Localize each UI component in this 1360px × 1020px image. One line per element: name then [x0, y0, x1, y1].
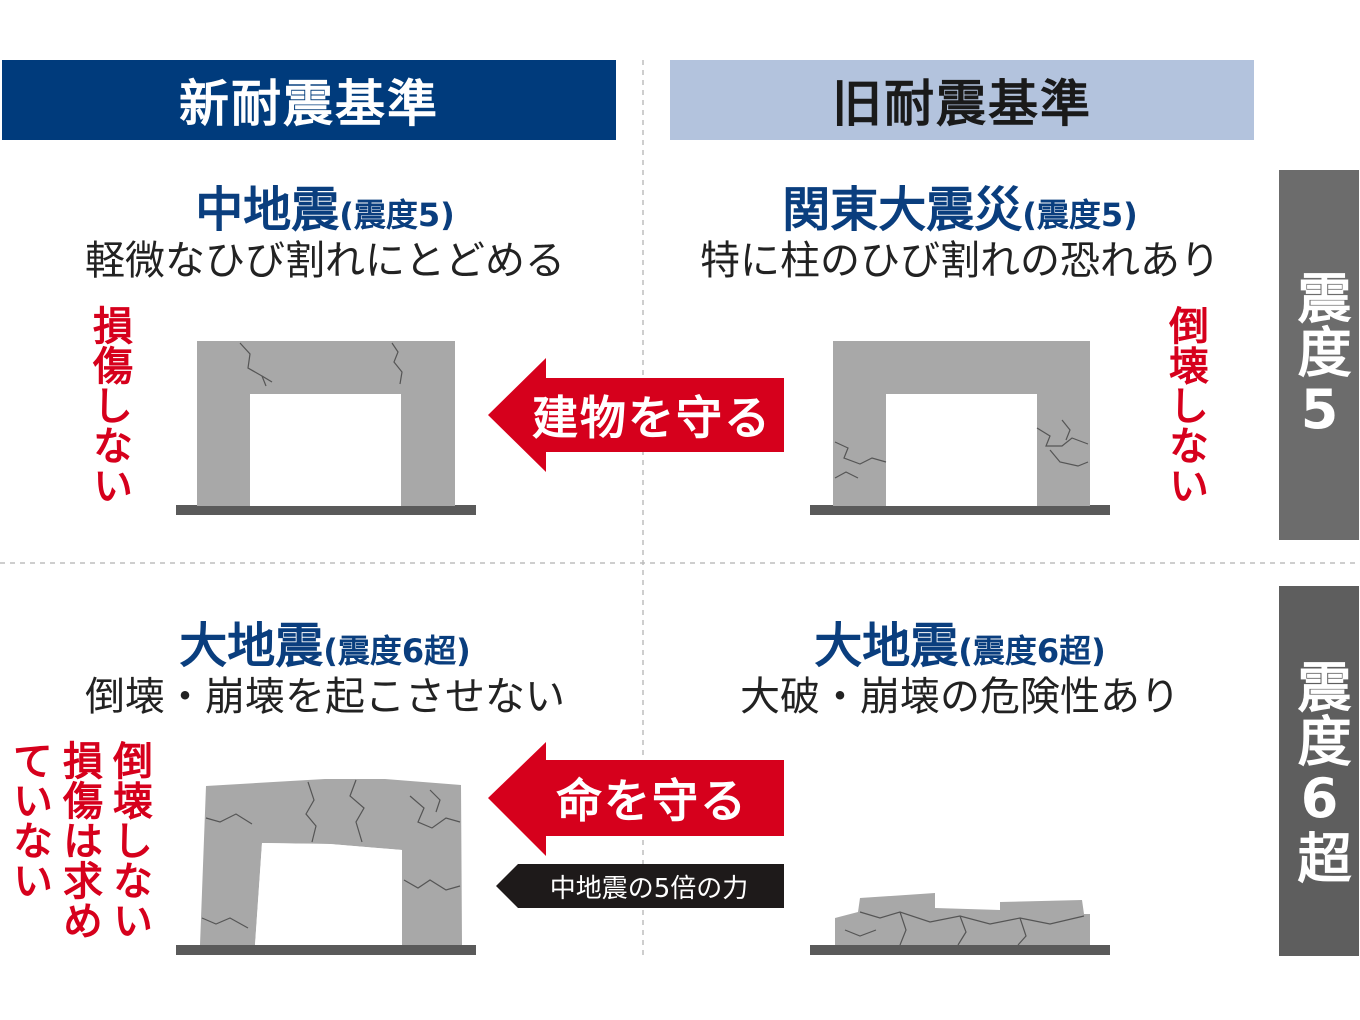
panel-bottom-right-subtitle: 大破・崩壊の危険性あり [740, 674, 1180, 720]
panel-bottom-left-vertical-note-1: 倒壊しない [106, 740, 152, 940]
building-new-intensity6 [176, 779, 476, 955]
arrow-protect-building-label: 建物を守る [532, 391, 772, 445]
header-old-standard: 旧耐震基準 [670, 60, 1254, 140]
building-old-intensity6 [810, 893, 1110, 955]
force-note-label: 中地震の5倍の力 [549, 873, 749, 904]
panel-top-right-title-main: 関東大震災 [782, 182, 1023, 238]
panel-bottom-right-title-main: 大地震 [814, 618, 959, 674]
panel-top-right-vertical-note: 倒壊しない [1162, 305, 1208, 505]
panel-bottom-right-title-note: (震度6超) [958, 632, 1106, 670]
panel-top-left-title: 中地震(震度5) [120, 170, 530, 240]
panel-top-left-subtitle: 軽微なひび割れにとどめる [85, 238, 565, 284]
force-note-tag [496, 864, 784, 908]
panel-bottom-right-title: 大地震(震度6超) [745, 606, 1175, 676]
panel-top-right-title-note: (震度5) [1022, 196, 1138, 234]
side-label-intensity5: 震度5 [1279, 170, 1359, 540]
arrow-protect-building [488, 358, 784, 472]
panel-top-right-title: 関東大震災(震度5) [700, 170, 1220, 240]
panel-bottom-left-vertical-note-3: ていない [6, 740, 52, 900]
side-label-intensity5-text: 震度5 [1288, 269, 1351, 441]
panel-bottom-left-subtitle: 倒壊・崩壊を起こさせない [85, 674, 565, 720]
panel-bottom-left-title: 大地震(震度6超) [110, 606, 540, 676]
building-new-intensity5 [176, 341, 476, 515]
arrow-protect-life-label: 命を守る [556, 774, 748, 828]
panel-top-left-title-note: (震度5) [339, 196, 455, 234]
arrow-protect-life [488, 742, 784, 856]
panel-bottom-left-title-main: 大地震 [179, 618, 324, 674]
panel-bottom-left-title-note: (震度6超) [323, 632, 471, 670]
side-label-intensity6-text: 震度6超 [1288, 658, 1351, 884]
header-new-standard: 新耐震基準 [2, 60, 616, 140]
panel-top-right-subtitle: 特に柱のひび割れの恐れあり [700, 238, 1220, 284]
building-old-intensity5 [810, 341, 1110, 515]
panel-bottom-left-vertical-note-2: 損傷は求め [56, 740, 102, 940]
side-label-intensity6: 震度6超 [1279, 586, 1359, 956]
panel-top-left-title-main: 中地震 [195, 182, 340, 238]
panel-top-left-vertical-note: 損傷しない [86, 305, 132, 505]
